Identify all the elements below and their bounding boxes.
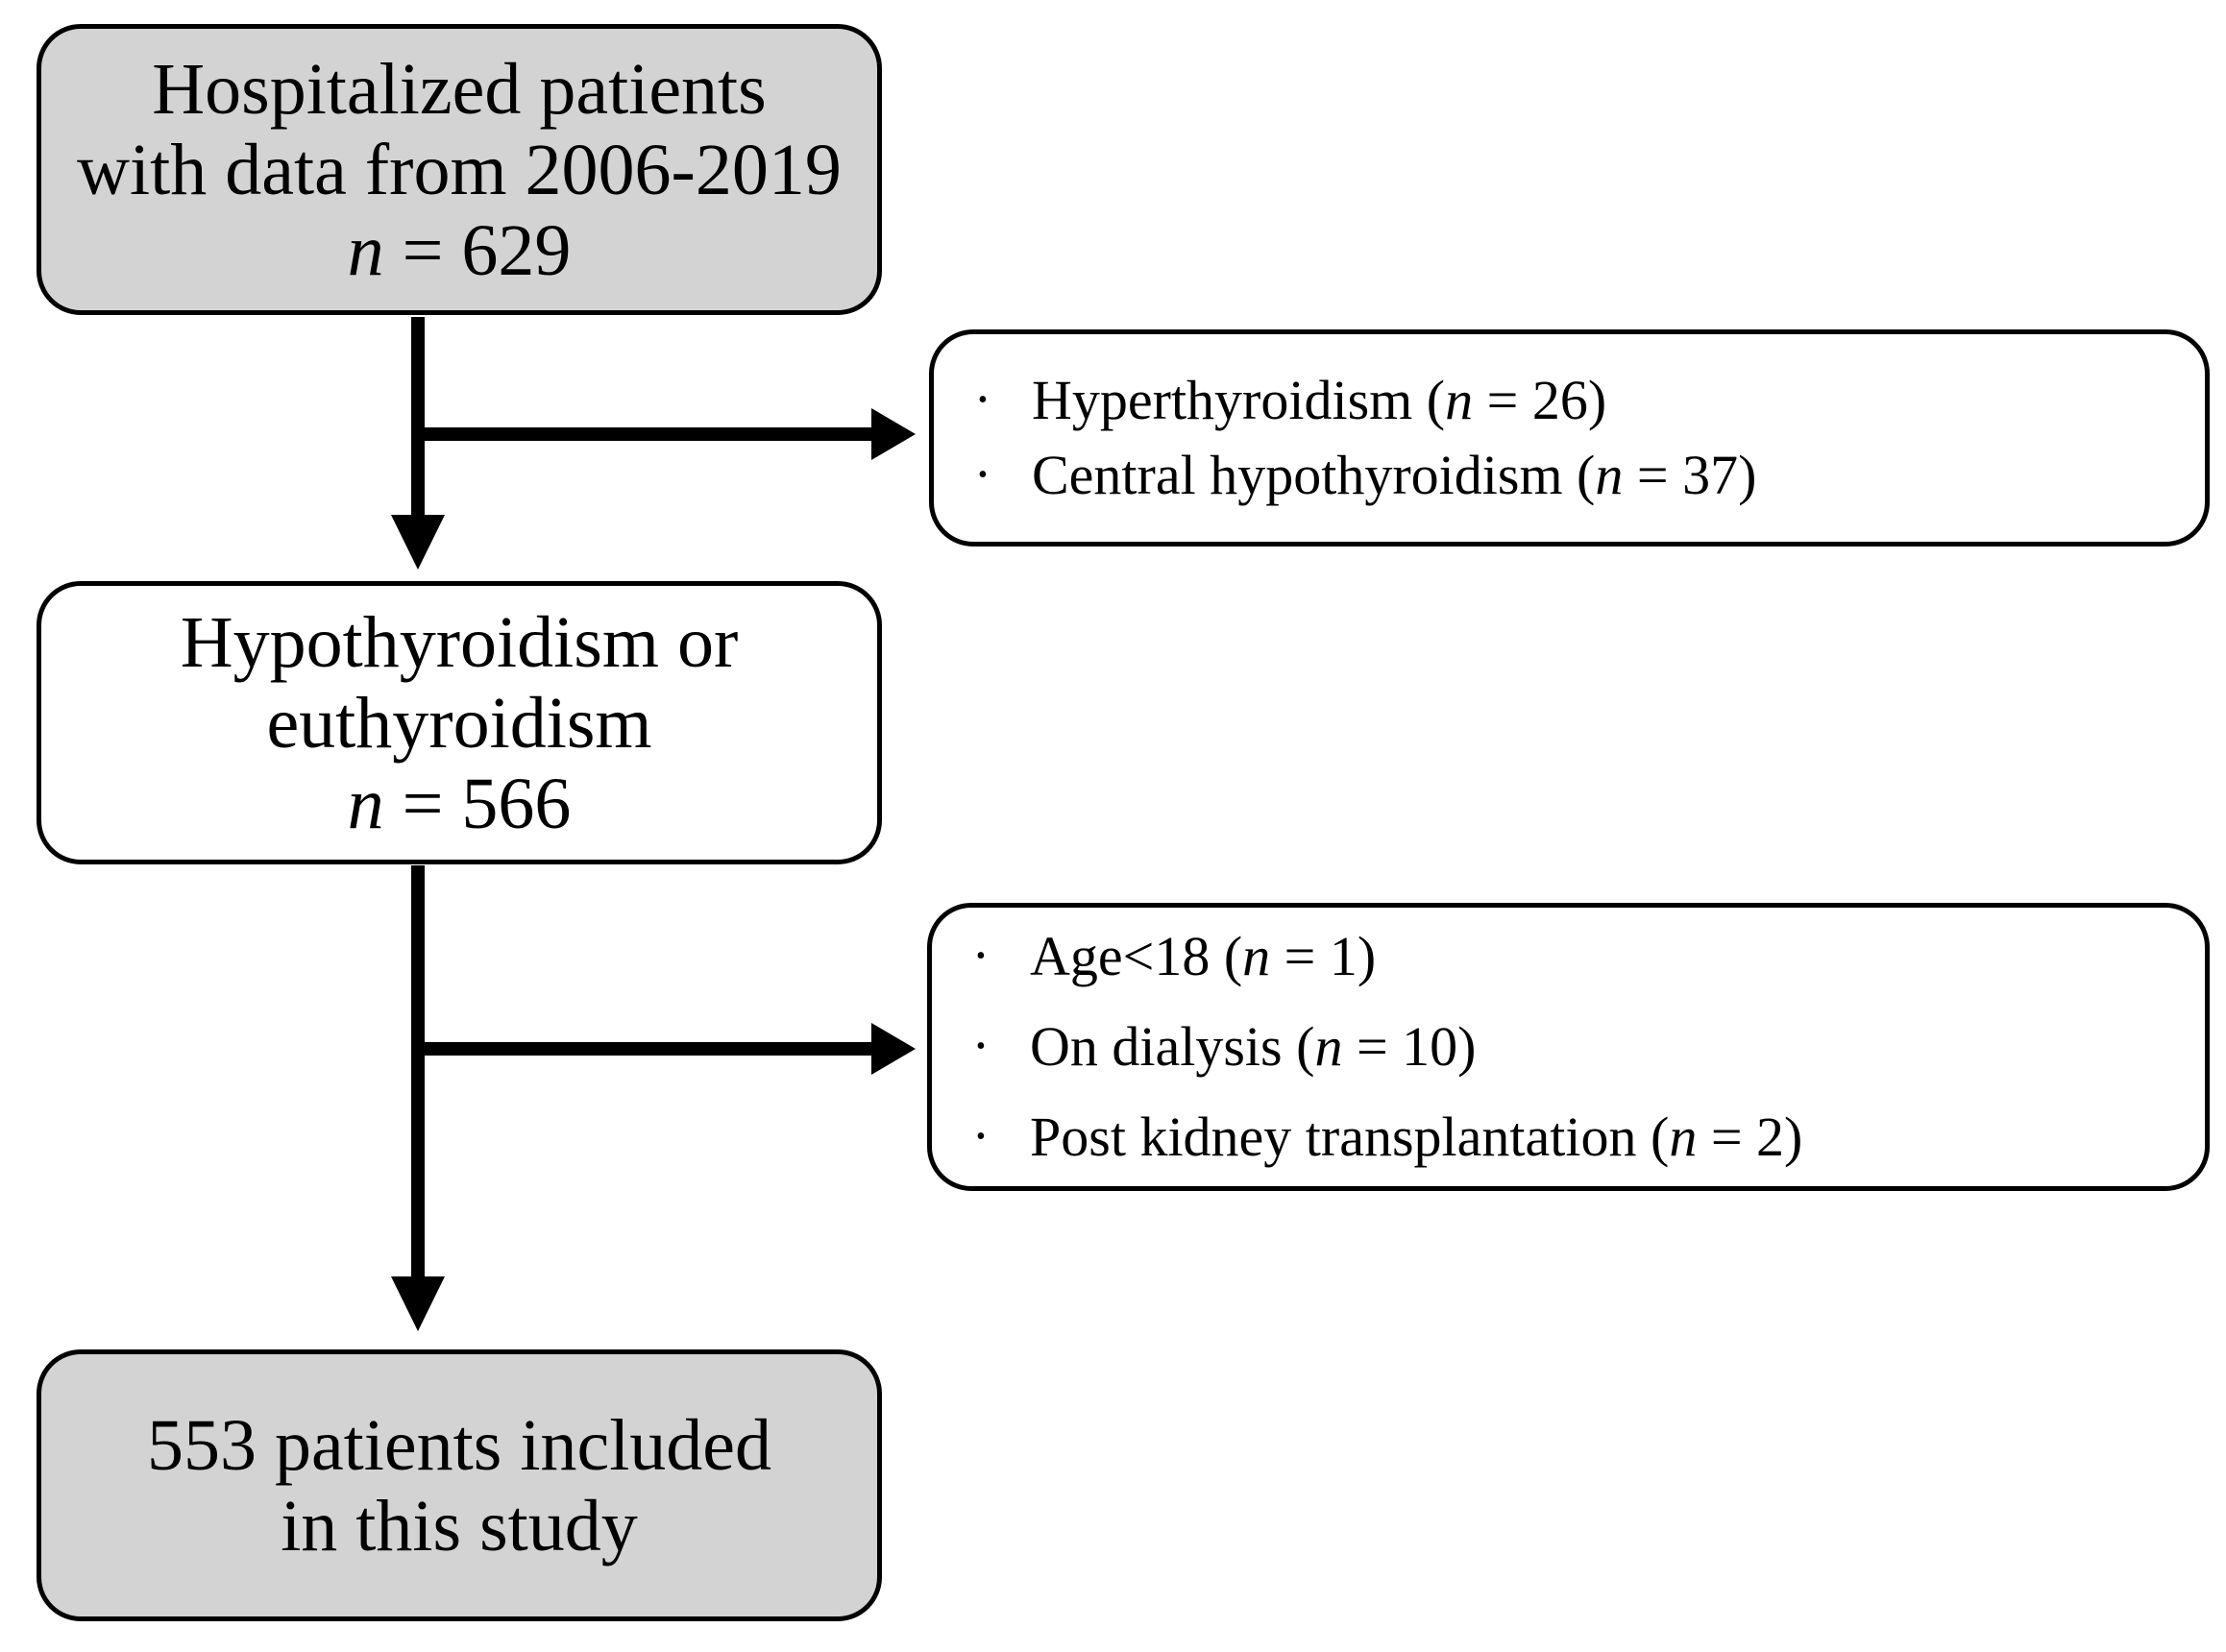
exclusion2-item-2-text: On dialysis (n = 10) [1030, 1002, 1476, 1092]
bullet-icon: • [976, 1032, 986, 1061]
bullet-icon: • [978, 385, 988, 415]
arrow-down-2-line [411, 865, 425, 1278]
eligible-count: n = 566 [348, 764, 572, 844]
text-n: n [1595, 444, 1624, 506]
text-pre: Hyperthyroidism ( [1032, 369, 1446, 431]
box-exclusions-2: • Age<18 (n = 1) • On dialysis (n = 10) … [927, 903, 2210, 1191]
exclusion2-item-1-text: Age<18 (n = 1) [1030, 911, 1376, 1002]
text-post: = 1) [1270, 925, 1377, 987]
eligible-line-2: euthyroidism [266, 682, 652, 764]
eligible-count-value: = 566 [383, 763, 572, 844]
exclusion1-item-1: • Hyperthyroidism (n = 26) [972, 363, 1606, 438]
arrow-branch-2-line [411, 1042, 874, 1056]
eligible-count-n: n [347, 763, 384, 844]
exclusion1-item-1-text: Hyperthyroidism (n = 26) [1032, 363, 1606, 438]
bullet-icon: • [976, 941, 986, 971]
text-post: = 10) [1342, 1015, 1477, 1078]
exclusion1-item-2-text: Central hypothyroidism (n = 37) [1032, 438, 1756, 513]
eligible-line-1: Hypothyroidism or [180, 601, 739, 683]
exclusion2-item-2: • On dialysis (n = 10) [970, 1002, 1476, 1092]
text-n: n [1445, 369, 1474, 431]
arrow-down-2-head-icon [391, 1276, 445, 1331]
source-count: n = 629 [348, 210, 572, 291]
included-line-1: 553 patients included [146, 1404, 772, 1486]
bullet-icon: • [976, 1122, 986, 1152]
exclusion2-item-3-text: Post kidney transplantation (n = 2) [1030, 1092, 1802, 1182]
arrow-branch-1-head-icon [871, 408, 916, 460]
exclusion2-item-1: • Age<18 (n = 1) [970, 911, 1376, 1002]
text-pre: Age<18 ( [1030, 925, 1243, 987]
box-source-population: Hospitalized patients with data from 200… [37, 24, 882, 315]
source-line-2: with data from 2006-2019 [77, 129, 842, 210]
source-line-1: Hospitalized patients [152, 48, 767, 130]
arrow-branch-1-line [411, 427, 874, 441]
text-n: n [1242, 925, 1271, 987]
text-pre: Post kidney transplantation ( [1030, 1105, 1670, 1168]
arrow-down-1-head-icon [391, 515, 445, 570]
exclusion1-item-2: • Central hypothyroidism (n = 37) [972, 438, 1756, 513]
arrow-down-1-line [411, 317, 425, 517]
exclusion2-item-3: • Post kidney transplantation (n = 2) [970, 1092, 1802, 1182]
box-exclusions-1: • Hyperthyroidism (n = 26) • Central hyp… [929, 329, 2210, 547]
text-n: n [1669, 1105, 1698, 1168]
text-post: = 2) [1697, 1105, 1803, 1168]
box-included-patients: 553 patients included in this study [37, 1349, 882, 1621]
box-eligible-population: Hypothyroidism or euthyroidism n = 566 [37, 581, 882, 864]
text-pre: Central hypothyroidism ( [1032, 444, 1596, 506]
text-post: = 26) [1473, 369, 1607, 431]
text-pre: On dialysis ( [1030, 1015, 1315, 1078]
bullet-icon: • [978, 460, 988, 490]
arrow-branch-2-head-icon [871, 1023, 916, 1075]
included-line-2: in this study [281, 1485, 638, 1567]
source-count-value: = 629 [383, 209, 572, 291]
text-n: n [1314, 1015, 1343, 1078]
text-post: = 37) [1623, 444, 1757, 506]
source-count-n: n [347, 209, 384, 291]
